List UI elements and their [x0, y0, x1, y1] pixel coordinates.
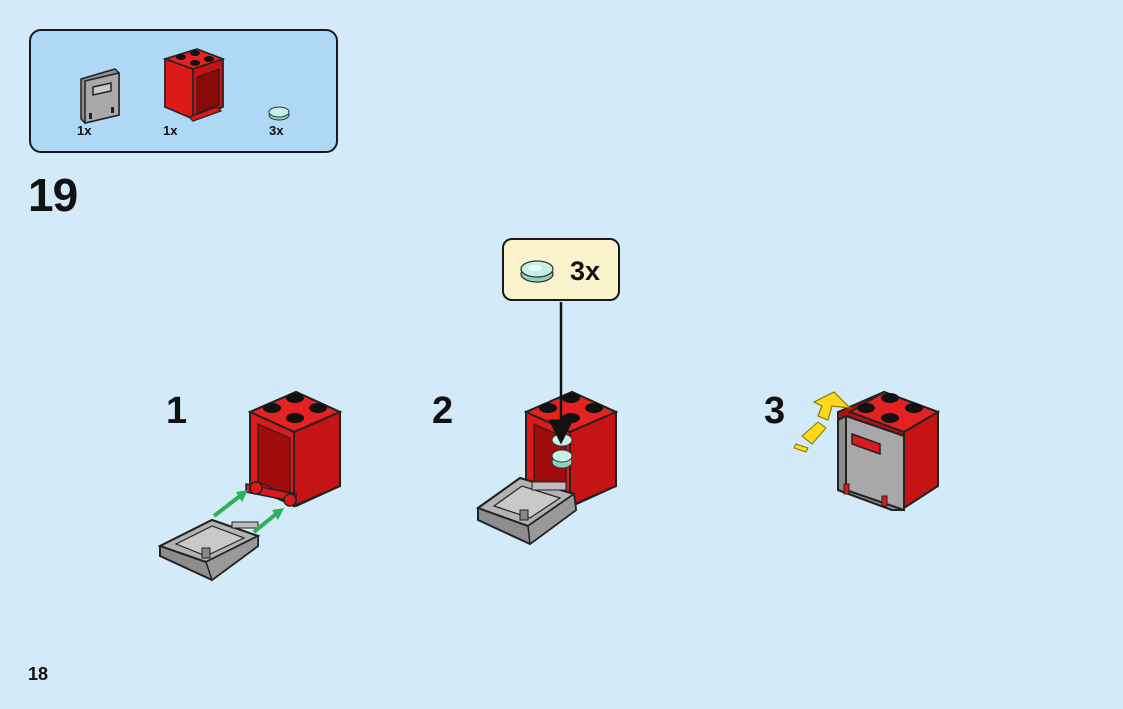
- parts-list-box: 1x 1x 3x: [29, 29, 338, 153]
- substep-1-green-arrows: [212, 490, 284, 534]
- red-cupboard-part: [162, 48, 226, 122]
- substep-3-label: 3: [764, 390, 786, 432]
- substep-3-assembled-cupboard: [837, 390, 941, 512]
- substep-2-label: 2: [432, 390, 454, 432]
- substep-1-cupboard: [245, 390, 343, 508]
- grey-door-part: [80, 68, 120, 124]
- part-qty-3: 3x: [269, 123, 284, 138]
- substep-1-label: 1: [166, 390, 188, 432]
- part-qty-1: 1x: [77, 123, 92, 138]
- callout-box: 3x: [502, 238, 620, 301]
- substep-2-door: [475, 476, 578, 546]
- round-tile-part: [268, 106, 290, 121]
- callout-qty: 3x: [570, 256, 601, 286]
- step-number: 19: [28, 169, 78, 221]
- substep-1-door: [157, 518, 261, 582]
- substep-3-yellow-rotate-arrow: [793, 391, 852, 453]
- page-number: 18: [28, 664, 49, 684]
- part-qty-2: 1x: [163, 123, 178, 138]
- round-tile-callout-icon: [520, 260, 554, 283]
